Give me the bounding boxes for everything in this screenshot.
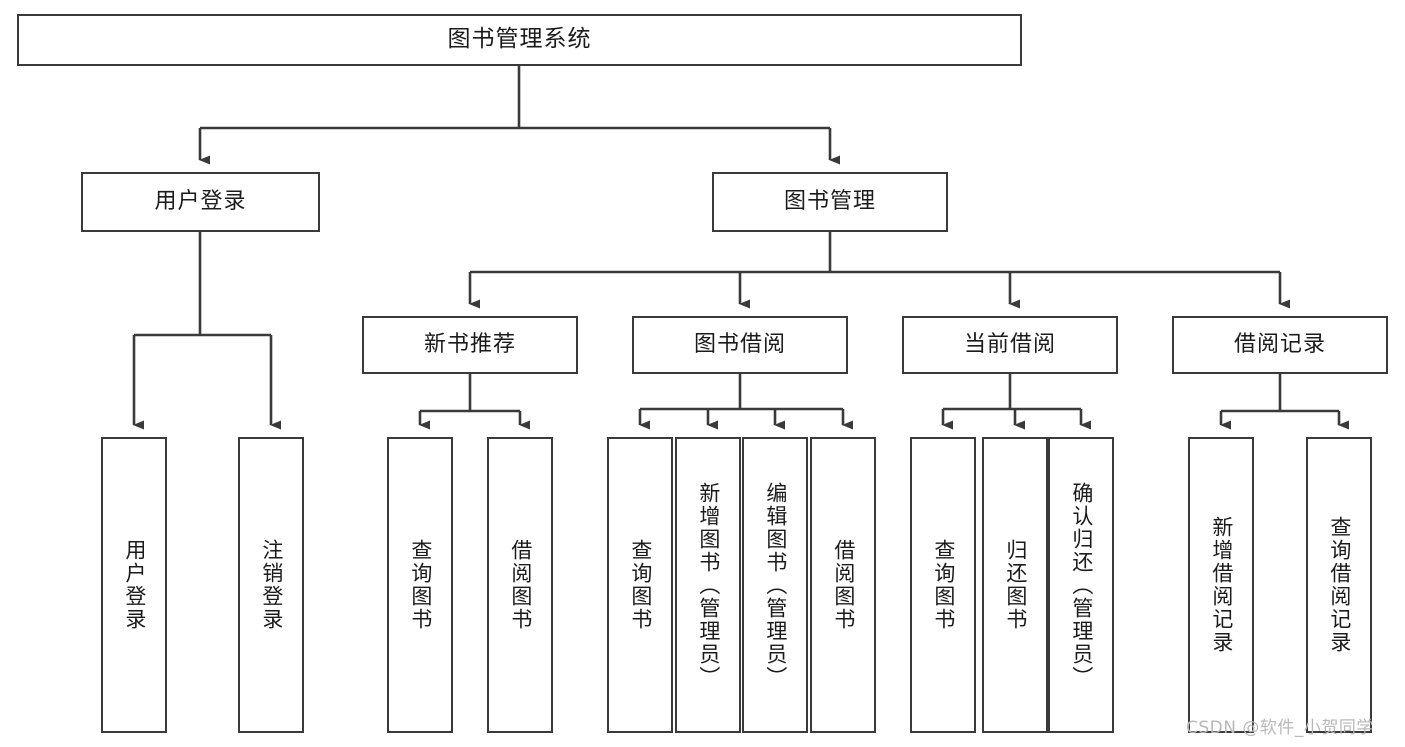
leaf-record-add-borrow-record[interactable]: 新增借阅记录 <box>1188 437 1254 733</box>
leaf-user-login[interactable]: 用户登录 <box>101 437 167 733</box>
node-label: 借阅图书 <box>831 539 856 631</box>
node-label: 用户登录 <box>154 188 247 214</box>
node-new-book-recommend[interactable]: 新书推荐 <box>362 316 578 374</box>
node-label: 当前借阅 <box>963 331 1056 357</box>
node-label: 借阅图书 <box>508 539 533 631</box>
node-label: 用户登录 <box>122 539 147 631</box>
node-label: 新书推荐 <box>423 331 516 357</box>
node-label: 查询图书 <box>628 539 653 631</box>
node-book-manage[interactable]: 图书管理 <box>712 172 948 232</box>
node-current-borrow[interactable]: 当前借阅 <box>902 316 1118 374</box>
leaf-record-query-borrow-record[interactable]: 查询借阅记录 <box>1306 437 1372 733</box>
leaf-borrow-borrow-book[interactable]: 借阅图书 <box>810 437 876 733</box>
leaf-user-logout[interactable]: 注销登录 <box>238 437 304 733</box>
node-user-login[interactable]: 用户登录 <box>81 172 320 232</box>
csdn-watermark: CSDN @软件_小贺同学 <box>1186 718 1374 738</box>
leaf-current-confirm-return-admin[interactable]: 确认归还（管理员） <box>1048 437 1114 733</box>
node-label: 查询借阅记录 <box>1327 516 1352 654</box>
node-borrow-record[interactable]: 借阅记录 <box>1172 316 1388 374</box>
leaf-recommend-query-book[interactable]: 查询图书 <box>387 437 453 733</box>
node-label: 图书管理 <box>783 188 876 214</box>
leaf-current-query-book[interactable]: 查询图书 <box>910 437 976 733</box>
node-label: 归还图书 <box>1003 539 1028 631</box>
node-label: 借阅记录 <box>1233 331 1326 357</box>
leaf-current-return-book[interactable]: 归还图书 <box>982 437 1048 733</box>
node-label: 图书管理系统 <box>447 26 592 53</box>
node-root-system[interactable]: 图书管理系统 <box>17 14 1022 66</box>
node-label: 查询图书 <box>931 539 956 631</box>
node-book-borrow[interactable]: 图书借阅 <box>632 316 848 374</box>
node-label: 图书借阅 <box>693 331 786 357</box>
node-label: 编辑图书（管理员） <box>763 481 788 689</box>
node-label: 注销登录 <box>259 539 284 631</box>
node-label: 查询图书 <box>408 539 433 631</box>
node-label: 新增图书（管理员） <box>696 481 721 689</box>
node-label: 新增借阅记录 <box>1209 516 1234 654</box>
leaf-recommend-borrow-book[interactable]: 借阅图书 <box>487 437 553 733</box>
leaf-borrow-add-book-admin[interactable]: 新增图书（管理员） <box>675 437 741 733</box>
leaf-borrow-edit-book-admin[interactable]: 编辑图书（管理员） <box>742 437 808 733</box>
leaf-borrow-query-book[interactable]: 查询图书 <box>607 437 673 733</box>
node-label: 确认归还（管理员） <box>1069 481 1094 689</box>
